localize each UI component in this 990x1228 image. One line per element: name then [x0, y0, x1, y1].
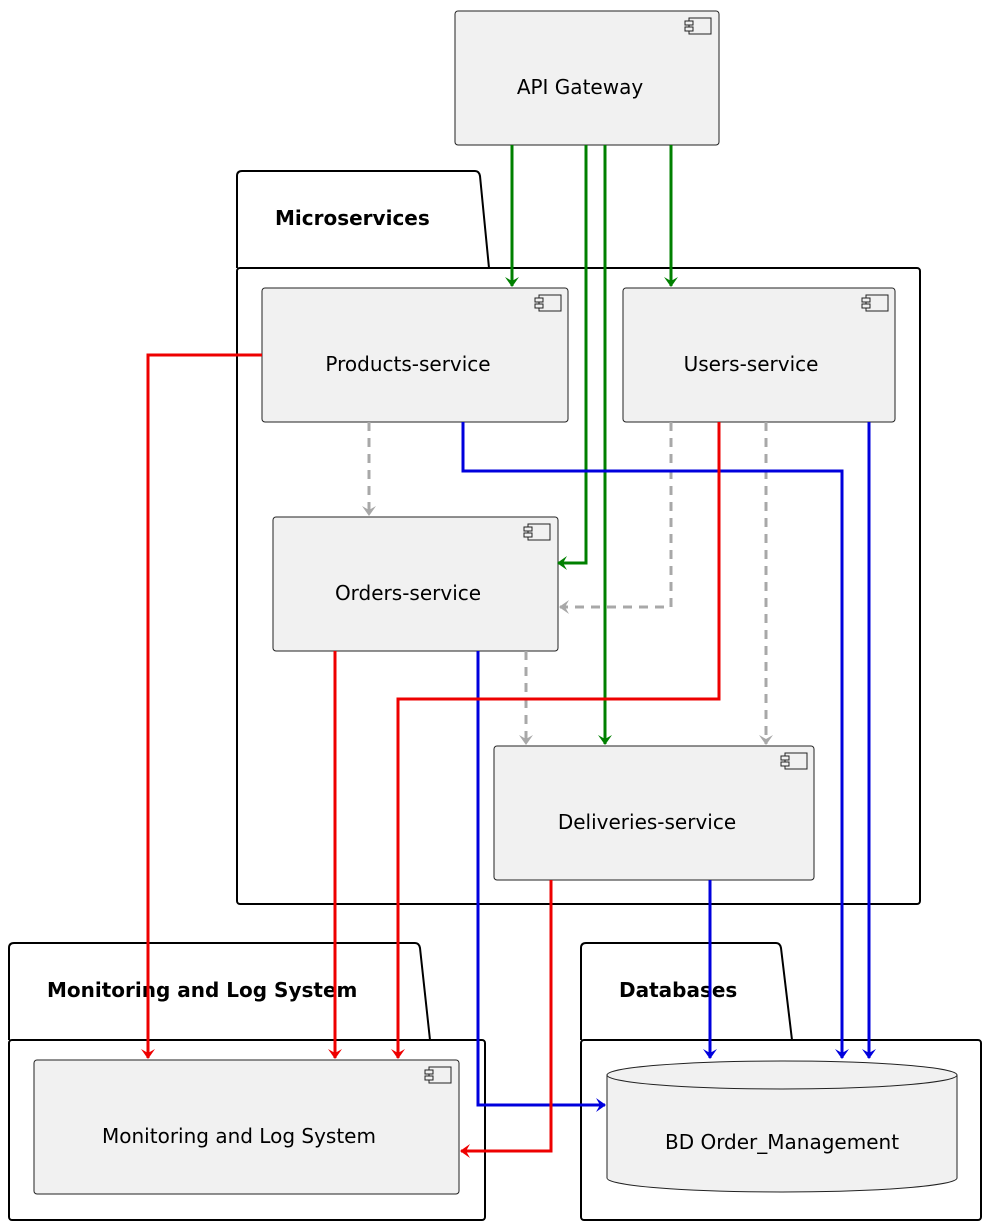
connector-deliveries-to-monitoring [460, 880, 553, 1158]
component-label-products-service: Products-service [325, 352, 490, 376]
component-deliveries-service[interactable]: Deliveries-service [493, 745, 815, 881]
package-title-microservices: Microservices [275, 206, 430, 230]
package-title-monitoring: Monitoring and Log System [47, 978, 357, 1002]
component-icon [780, 752, 808, 770]
component-icon [534, 294, 562, 312]
connector-products-to-db [461, 422, 849, 1059]
component-label-deliveries-service: Deliveries-service [558, 810, 736, 834]
component-icon [523, 523, 551, 541]
component-monitoring-log-system[interactable]: Monitoring and Log System [33, 1059, 460, 1195]
package-microservices: Microservices [236, 170, 921, 905]
connector-products-to-monitoring [141, 353, 262, 1059]
component-users-service[interactable]: Users-service [622, 287, 896, 423]
database-order-management[interactable]: BD Order_Management [606, 1060, 958, 1193]
component-products-service[interactable]: Products-service [261, 287, 569, 423]
component-label-api-gateway: API Gateway [517, 75, 644, 99]
connector-orders-to-db [476, 651, 606, 1112]
component-icon [684, 17, 712, 35]
component-orders-service[interactable]: Orders-service [272, 516, 559, 652]
component-icon [861, 294, 889, 312]
connector-users-to-monitoring [391, 422, 721, 1059]
package-databases: Databases [580, 942, 982, 1221]
component-api-gateway[interactable]: API Gateway [454, 10, 720, 146]
component-label-orders-service: Orders-service [335, 581, 481, 605]
connector-gateway-to-orders [557, 145, 588, 570]
component-icon [424, 1066, 452, 1084]
component-label-monitoring-log-system: Monitoring and Log System [102, 1124, 376, 1148]
component-label-users-service: Users-service [684, 352, 819, 376]
database-label: BD Order_Management [665, 1130, 899, 1154]
package-monitoring: Monitoring and Log System [8, 942, 486, 1221]
package-title-databases: Databases [619, 978, 737, 1002]
connector-users-to-orders [559, 422, 673, 614]
